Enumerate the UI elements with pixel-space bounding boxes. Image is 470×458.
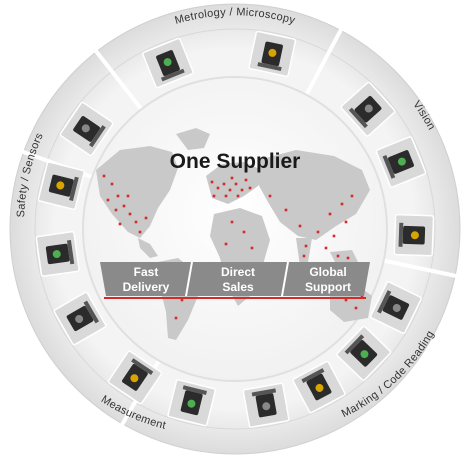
band-fast-line1: Fast: [134, 265, 159, 279]
office-dot: [328, 212, 332, 216]
value-band: Fast Delivery Direct Sales Global Suppor…: [100, 261, 370, 299]
office-dot: [244, 178, 248, 182]
office-dot: [350, 194, 354, 198]
office-dot: [248, 186, 252, 190]
office-dot: [110, 182, 114, 186]
band-global-line2: Support: [305, 280, 351, 294]
office-dot: [240, 188, 244, 192]
office-dot: [236, 194, 240, 198]
office-dot: [336, 254, 340, 258]
office-dot: [224, 242, 228, 246]
office-dot: [122, 204, 126, 208]
office-dot: [230, 176, 234, 180]
office-dot: [126, 194, 130, 198]
office-dot: [324, 246, 328, 250]
marker-controller-icon: [242, 382, 290, 428]
office-dot: [250, 246, 254, 250]
office-dot: [134, 220, 138, 224]
office-dot: [138, 230, 142, 234]
microscope-icon: [142, 37, 194, 89]
band-fast-line2: Delivery: [123, 280, 170, 294]
office-dot: [284, 208, 288, 212]
office-dot: [304, 244, 308, 248]
office-dot: [234, 182, 238, 186]
office-dot: [228, 188, 232, 192]
photoelectric-sensor-icon: [37, 161, 85, 211]
laser-marker-icon: [292, 360, 346, 414]
segment-divider: [383, 258, 457, 278]
office-dot: [332, 234, 336, 238]
band-direct-line2: Sales: [222, 280, 254, 294]
product-tiles: [35, 30, 435, 428]
value-band-divider-1: [185, 261, 193, 297]
light-curtain-icon: [35, 230, 80, 277]
office-dot: [118, 222, 122, 226]
segment-divider: [304, 28, 343, 96]
ring-light-icon: [375, 136, 427, 188]
laser-scanner-icon: [167, 379, 217, 427]
segment-divider: [94, 49, 143, 111]
office-dot: [116, 194, 120, 198]
office-dot: [216, 186, 220, 190]
band-direct-line1: Direct: [221, 265, 255, 279]
office-dot: [224, 194, 228, 198]
office-dot: [354, 306, 358, 310]
office-dot: [106, 198, 110, 202]
safety-scanner-icon: [53, 291, 107, 346]
outer-ring-inner-edge: [34, 28, 436, 430]
office-dot: [114, 208, 118, 212]
office-dot: [344, 298, 348, 302]
office-dot: [340, 202, 344, 206]
office-dot: [316, 230, 320, 234]
office-dot: [230, 220, 234, 224]
office-dot: [302, 254, 306, 258]
office-dot: [210, 180, 214, 184]
office-dot: [222, 182, 226, 186]
band-global-line1: Global: [309, 265, 346, 279]
office-dot: [298, 224, 302, 228]
office-dot: [344, 220, 348, 224]
smart-camera-icon: [393, 213, 435, 257]
office-dot: [102, 174, 106, 178]
office-dot: [242, 230, 246, 234]
barcode-scanner-icon: [369, 281, 422, 334]
vision-camera-icon: [340, 81, 396, 137]
office-dot: [346, 256, 350, 260]
title: One Supplier: [170, 150, 301, 173]
office-dot: [180, 298, 184, 302]
measurement-controller-icon: [107, 350, 163, 405]
fiber-sensor-icon: [59, 101, 114, 157]
digital-microscope-icon: [248, 30, 297, 77]
value-band-divider-2: [281, 261, 289, 297]
office-dot: [212, 194, 216, 198]
value-band-background: [100, 262, 370, 296]
office-dot: [128, 212, 132, 216]
office-dot: [144, 216, 148, 220]
office-dot: [268, 194, 272, 198]
office-dot: [174, 316, 178, 320]
handheld-reader-icon: [336, 325, 392, 381]
